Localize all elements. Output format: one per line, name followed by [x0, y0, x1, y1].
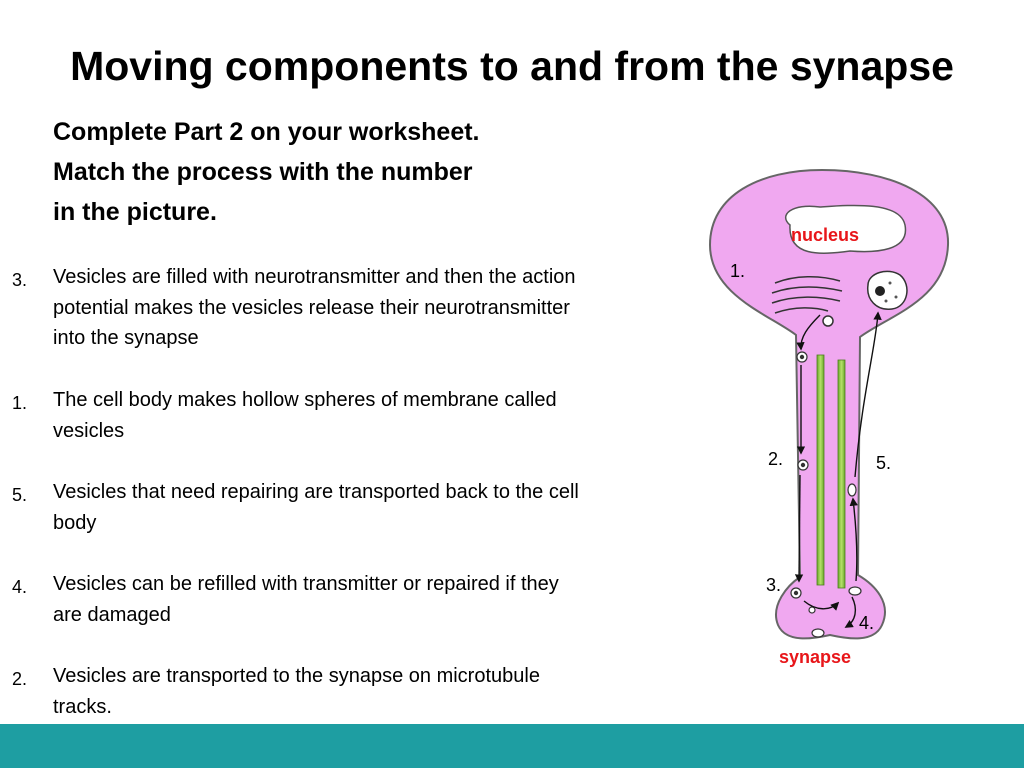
- process-number: 4.: [12, 577, 28, 597]
- process-number: 2.: [12, 669, 28, 689]
- vesicles: [790, 351, 862, 638]
- neuron-illustration: [708, 168, 950, 640]
- golgi-apparatus: [771, 275, 843, 327]
- process-text: Vesicles are filled with neurotransmitte…: [53, 266, 576, 349]
- nucleus-label: nucleus: [791, 225, 860, 245]
- transport-arrows: [794, 311, 882, 628]
- marker-2: 2.: [768, 449, 784, 469]
- marker-3: 3.: [766, 575, 782, 595]
- lysosome: [867, 270, 908, 310]
- slide-title: Moving components to and from the synaps…: [70, 43, 954, 89]
- marker-1: 1.: [730, 261, 746, 281]
- microtubule-right: [837, 359, 846, 589]
- instruction-line: in the picture.: [53, 198, 217, 226]
- nucleus: [784, 204, 907, 254]
- instruction-line: Complete Part 2 on your worksheet.: [53, 118, 480, 146]
- footer-bar: [0, 724, 1024, 768]
- instructions: Complete Part 2 on your worksheet. Match…: [53, 112, 593, 232]
- process-text: Vesicles are transported to the synapse …: [53, 665, 540, 718]
- process-number: 1.: [12, 393, 28, 413]
- neuron-diagram: nucleus 1. 2. 3. 4. 5. synapse: [700, 165, 960, 675]
- marker-4: 4.: [859, 613, 875, 633]
- synapse-label: synapse: [779, 647, 852, 667]
- process-text: The cell body makes hollow spheres of me…: [53, 389, 557, 442]
- process-number: 5.: [12, 485, 28, 505]
- microtubule-left: [816, 354, 825, 586]
- instruction-line: Match the process with the number: [53, 158, 473, 186]
- process-text: Vesicles that need repairing are transpo…: [53, 481, 579, 534]
- process-text: Vesicles can be refilled with transmitte…: [53, 573, 559, 626]
- process-number: 3.: [12, 270, 28, 290]
- marker-5: 5.: [876, 453, 892, 473]
